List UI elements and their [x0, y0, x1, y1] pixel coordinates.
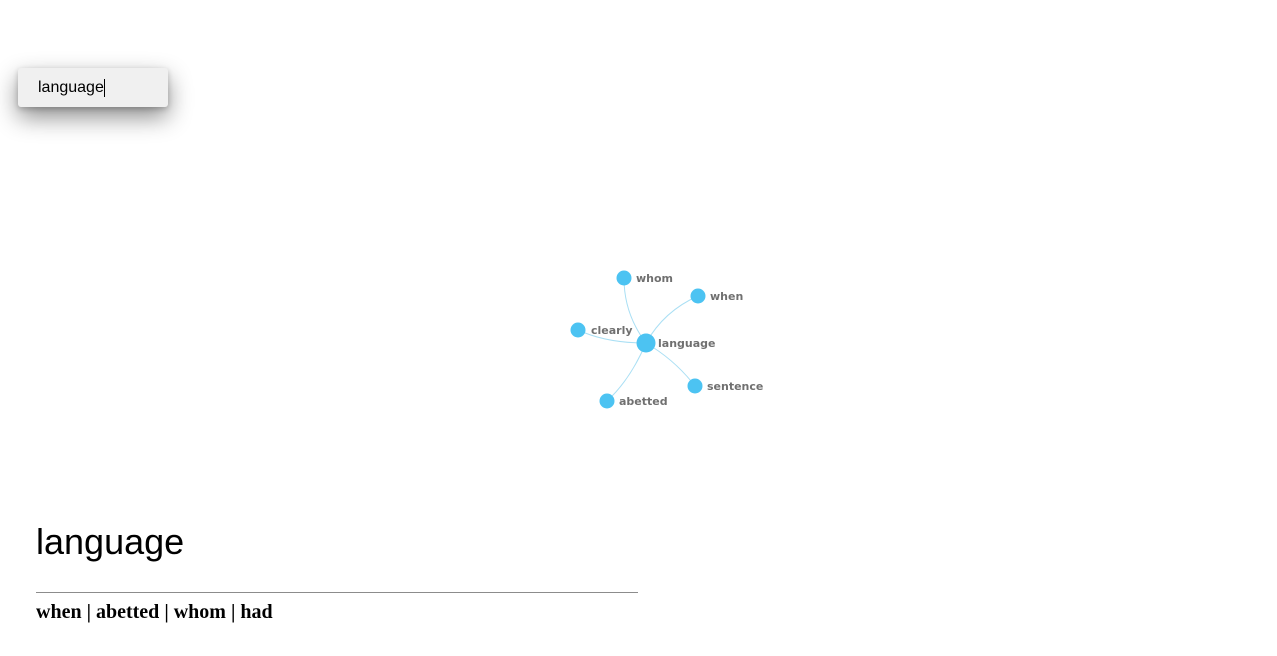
node-dot-center[interactable] — [636, 333, 656, 353]
graph-node-sentence[interactable]: sentence — [687, 378, 764, 394]
node-label: clearly — [591, 324, 633, 337]
selected-word-title: language — [36, 521, 185, 562]
graph-node-when[interactable]: when — [690, 288, 744, 304]
edge-when — [645, 295, 699, 344]
related-separator: | — [225, 601, 241, 623]
graph-node-language[interactable]: language — [636, 333, 716, 353]
node-dot[interactable] — [570, 322, 586, 338]
text-caret — [104, 79, 105, 97]
node-label: sentence — [707, 380, 763, 393]
graph-node-whom[interactable]: whom — [616, 270, 674, 286]
node-label: when — [710, 290, 743, 303]
node-dot[interactable] — [616, 270, 632, 286]
node-dot[interactable] — [599, 393, 615, 409]
related-word[interactable]: had — [240, 601, 273, 623]
related-word[interactable]: abetted — [95, 601, 160, 623]
node-label-center: language — [658, 337, 716, 350]
divider — [36, 592, 638, 593]
graph-node-abetted[interactable]: abetted — [599, 393, 668, 409]
related-words-list: when | abetted | whom | had — [36, 599, 273, 625]
graph-node-clearly[interactable]: clearly — [570, 322, 633, 338]
related-separator: | — [81, 601, 96, 623]
node-dot[interactable] — [690, 288, 706, 304]
node-label: whom — [636, 272, 673, 285]
node-dot[interactable] — [687, 378, 703, 394]
related-separator: | — [159, 601, 174, 623]
search-input[interactable] — [18, 68, 168, 107]
related-word[interactable]: when — [36, 601, 82, 623]
related-word[interactable]: whom — [173, 601, 226, 623]
edge-abetted — [606, 342, 647, 402]
node-label: abetted — [619, 395, 668, 408]
search-box[interactable] — [18, 68, 168, 107]
